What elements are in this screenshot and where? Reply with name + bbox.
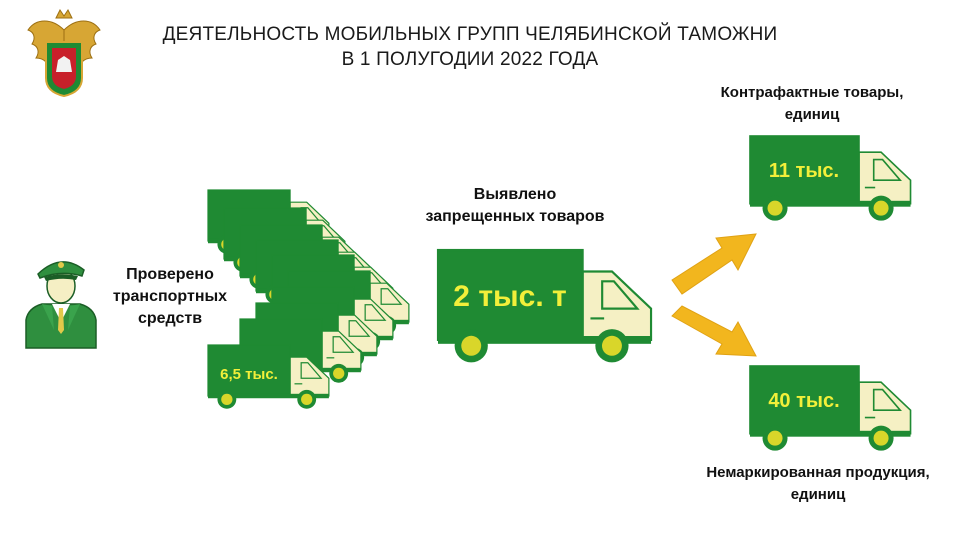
truck-icon	[749, 135, 912, 221]
customs-officer-icon	[25, 261, 97, 349]
truck-icon	[436, 248, 653, 363]
truck-icon	[436, 248, 653, 363]
arrow-icon	[671, 305, 757, 357]
checked-label-line-1: Проверено	[126, 266, 214, 283]
counterfeit-label-line-2: единиц	[784, 106, 840, 123]
truck-icon	[749, 365, 912, 451]
checked-label-line-2: транспортных	[112, 288, 228, 305]
truck-icon	[749, 135, 912, 221]
detected-value: 2 тыс. т	[453, 280, 567, 313]
counterfeit-value: 11 тыс.	[768, 160, 840, 182]
unmarked-label-line-2: единиц	[790, 486, 846, 503]
checked-label-line-3: средств	[137, 310, 203, 327]
truck-icon	[749, 365, 912, 451]
unmarked-label-line-1: Немаркированная продукция,	[706, 464, 930, 481]
title-line-1: ДЕЯТЕЛЬНОСТЬ МОБИЛЬНЫХ ГРУПП ЧЕЛЯБИНСКОЙ…	[162, 24, 778, 45]
detected-label-line-2: запрещенных товаров	[425, 208, 605, 225]
truck-fleet	[207, 189, 410, 409]
checked-label: Проверено транспортных средств	[100, 264, 240, 330]
truck-icon	[207, 344, 330, 409]
customs-emblem-icon	[27, 9, 101, 98]
unmarked-label: Немаркированная продукция, единиц	[682, 462, 954, 506]
title-line-2: В 1 ПОЛУГОДИИ 2022 ГОДА	[341, 49, 599, 70]
counterfeit-label: Контрафактные товары, единиц	[694, 82, 930, 126]
detected-label-line-1: Выявлено	[473, 186, 557, 203]
counterfeit-label-line-1: Контрафактные товары,	[720, 84, 904, 101]
page-title: ДЕЯТЕЛЬНОСТЬ МОБИЛЬНЫХ ГРУПП ЧЕЛЯБИНСКОЙ…	[120, 22, 820, 72]
unmarked-value: 40 тыс.	[768, 390, 840, 412]
checked-value: 6,5 тыс.	[220, 366, 278, 383]
arrow-icon	[671, 233, 757, 295]
detected-label: Выявлено запрещенных товаров	[400, 184, 630, 228]
